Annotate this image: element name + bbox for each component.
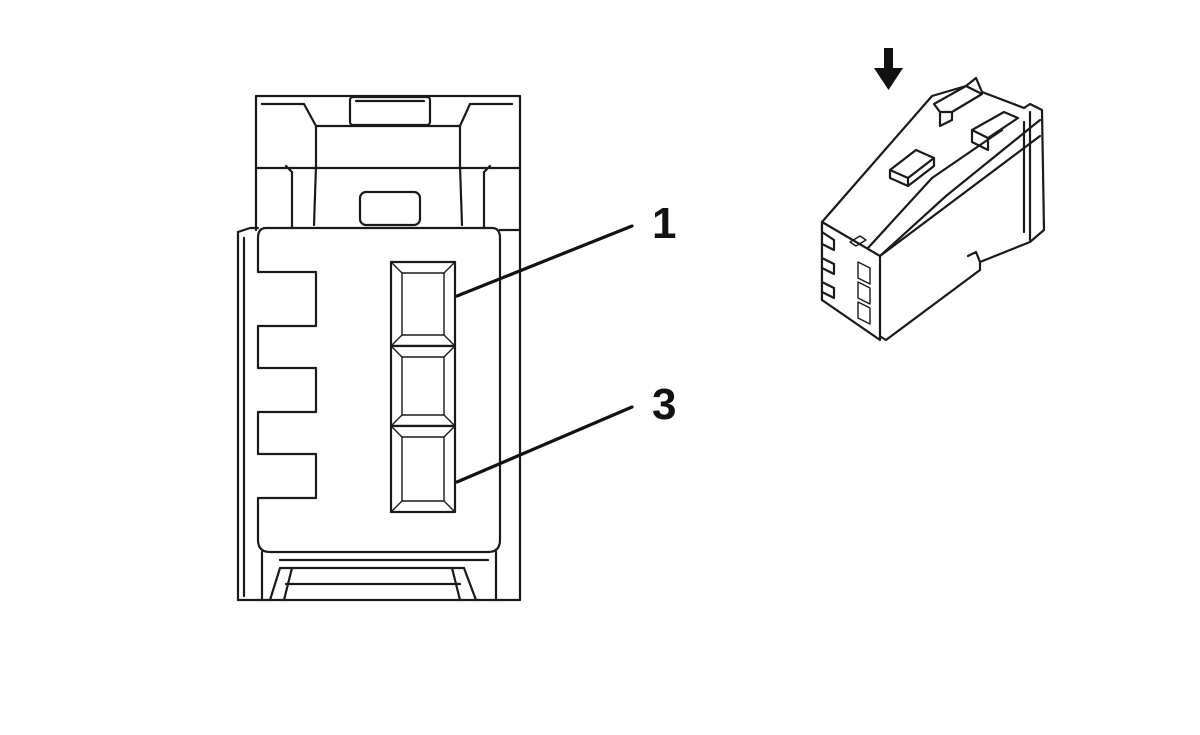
connector-body: [256, 226, 502, 554]
callout-1-leader: [455, 224, 634, 298]
connector-front-face: [820, 220, 882, 342]
connector-isometric-view: [820, 76, 1046, 342]
callout-3-leader: [455, 405, 634, 484]
top-block: [888, 148, 936, 188]
callout-1: 1: [455, 199, 676, 298]
callout-3: 3: [455, 380, 676, 484]
callout-1-label: 1: [652, 199, 676, 248]
terminal-cavity-1: [389, 260, 457, 348]
connector-housing: [236, 228, 522, 602]
down-arrow-icon: [874, 48, 903, 90]
terminal-cavity-3: [389, 424, 457, 514]
callout-3-label: 3: [652, 380, 676, 429]
connector-front-view: [236, 94, 522, 602]
connector-latch: [254, 94, 522, 170]
terminal-cavity-2: [389, 344, 457, 428]
top-window: [358, 190, 422, 227]
